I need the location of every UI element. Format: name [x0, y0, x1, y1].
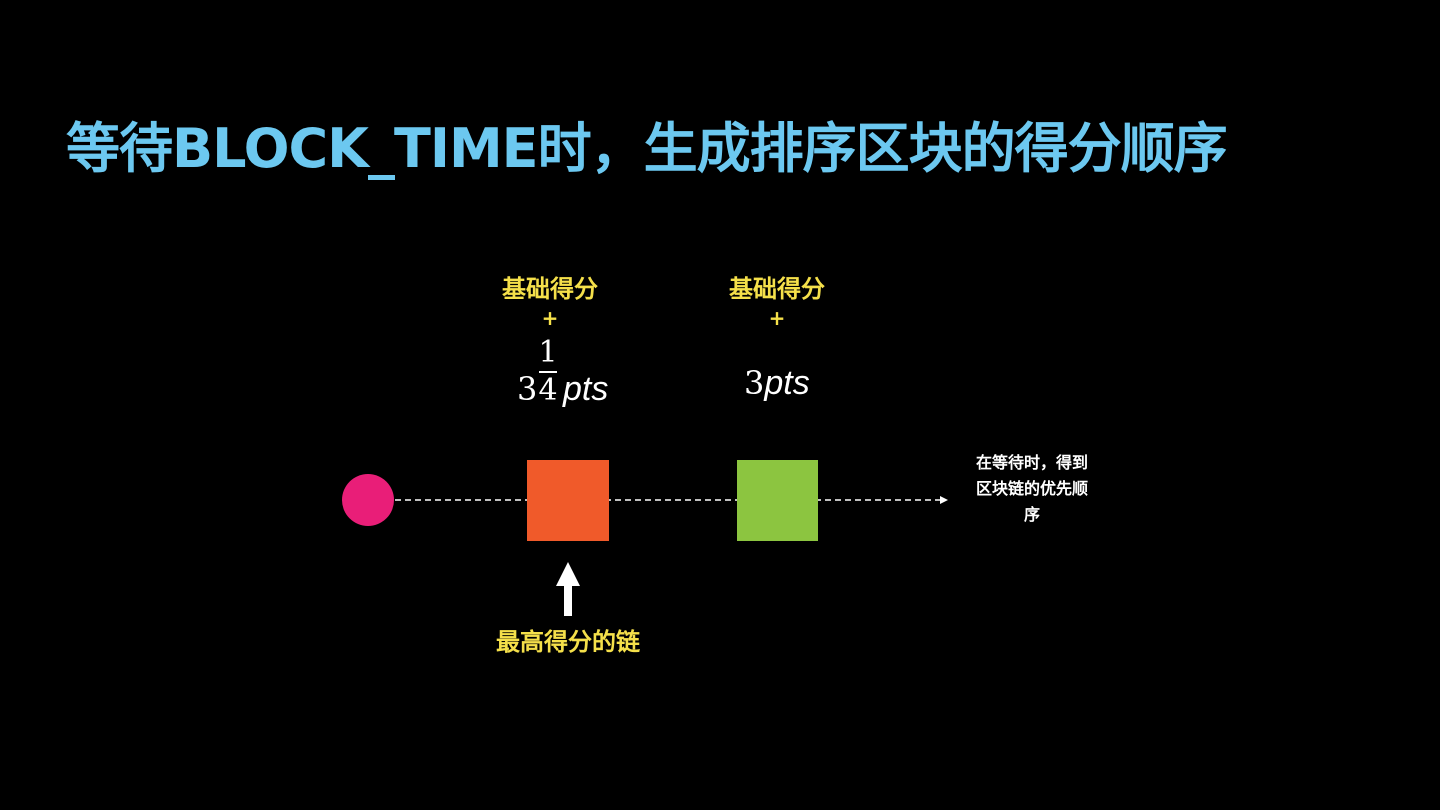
block2-bonus-unit: pts	[764, 364, 810, 402]
fraction-bar	[539, 371, 557, 373]
block2-plus: +	[768, 306, 786, 330]
block2-base-score: 基础得分	[729, 275, 825, 303]
timeline-arrowhead	[940, 496, 948, 504]
slide-title: 等待BLOCK_TIME时，生成排序区块的得分顺序	[66, 117, 1228, 180]
block1-plus: +	[541, 306, 559, 330]
highest-chain-arrow-shaft	[564, 584, 572, 616]
block1-bonus-fraction: 1 4	[537, 336, 559, 408]
block1-fraction-denominator: 4	[538, 373, 558, 408]
block2-square	[737, 460, 818, 541]
end-note: 在等待时，得到区块链的优先顺序	[975, 453, 1088, 524]
block1-square	[527, 460, 609, 541]
block1-score-label: 基础得分 +	[450, 274, 650, 330]
block2-score-label: 基础得分 +	[677, 274, 877, 330]
block1-bonus-formula: 3 1 4 pts	[517, 336, 627, 432]
block1-bonus-whole: 3	[517, 370, 538, 408]
highest-chain-label: 最高得分的链	[496, 628, 640, 656]
highest-chain-arrowhead	[556, 562, 580, 586]
block2-bonus-whole: 3	[744, 364, 765, 402]
block1-bonus-unit: pts	[563, 370, 609, 408]
start-node	[342, 474, 394, 526]
block1-fraction-numerator: 1	[538, 335, 558, 370]
block1-base-score: 基础得分	[502, 275, 598, 303]
block2-bonus-formula: 3pts	[744, 364, 834, 408]
